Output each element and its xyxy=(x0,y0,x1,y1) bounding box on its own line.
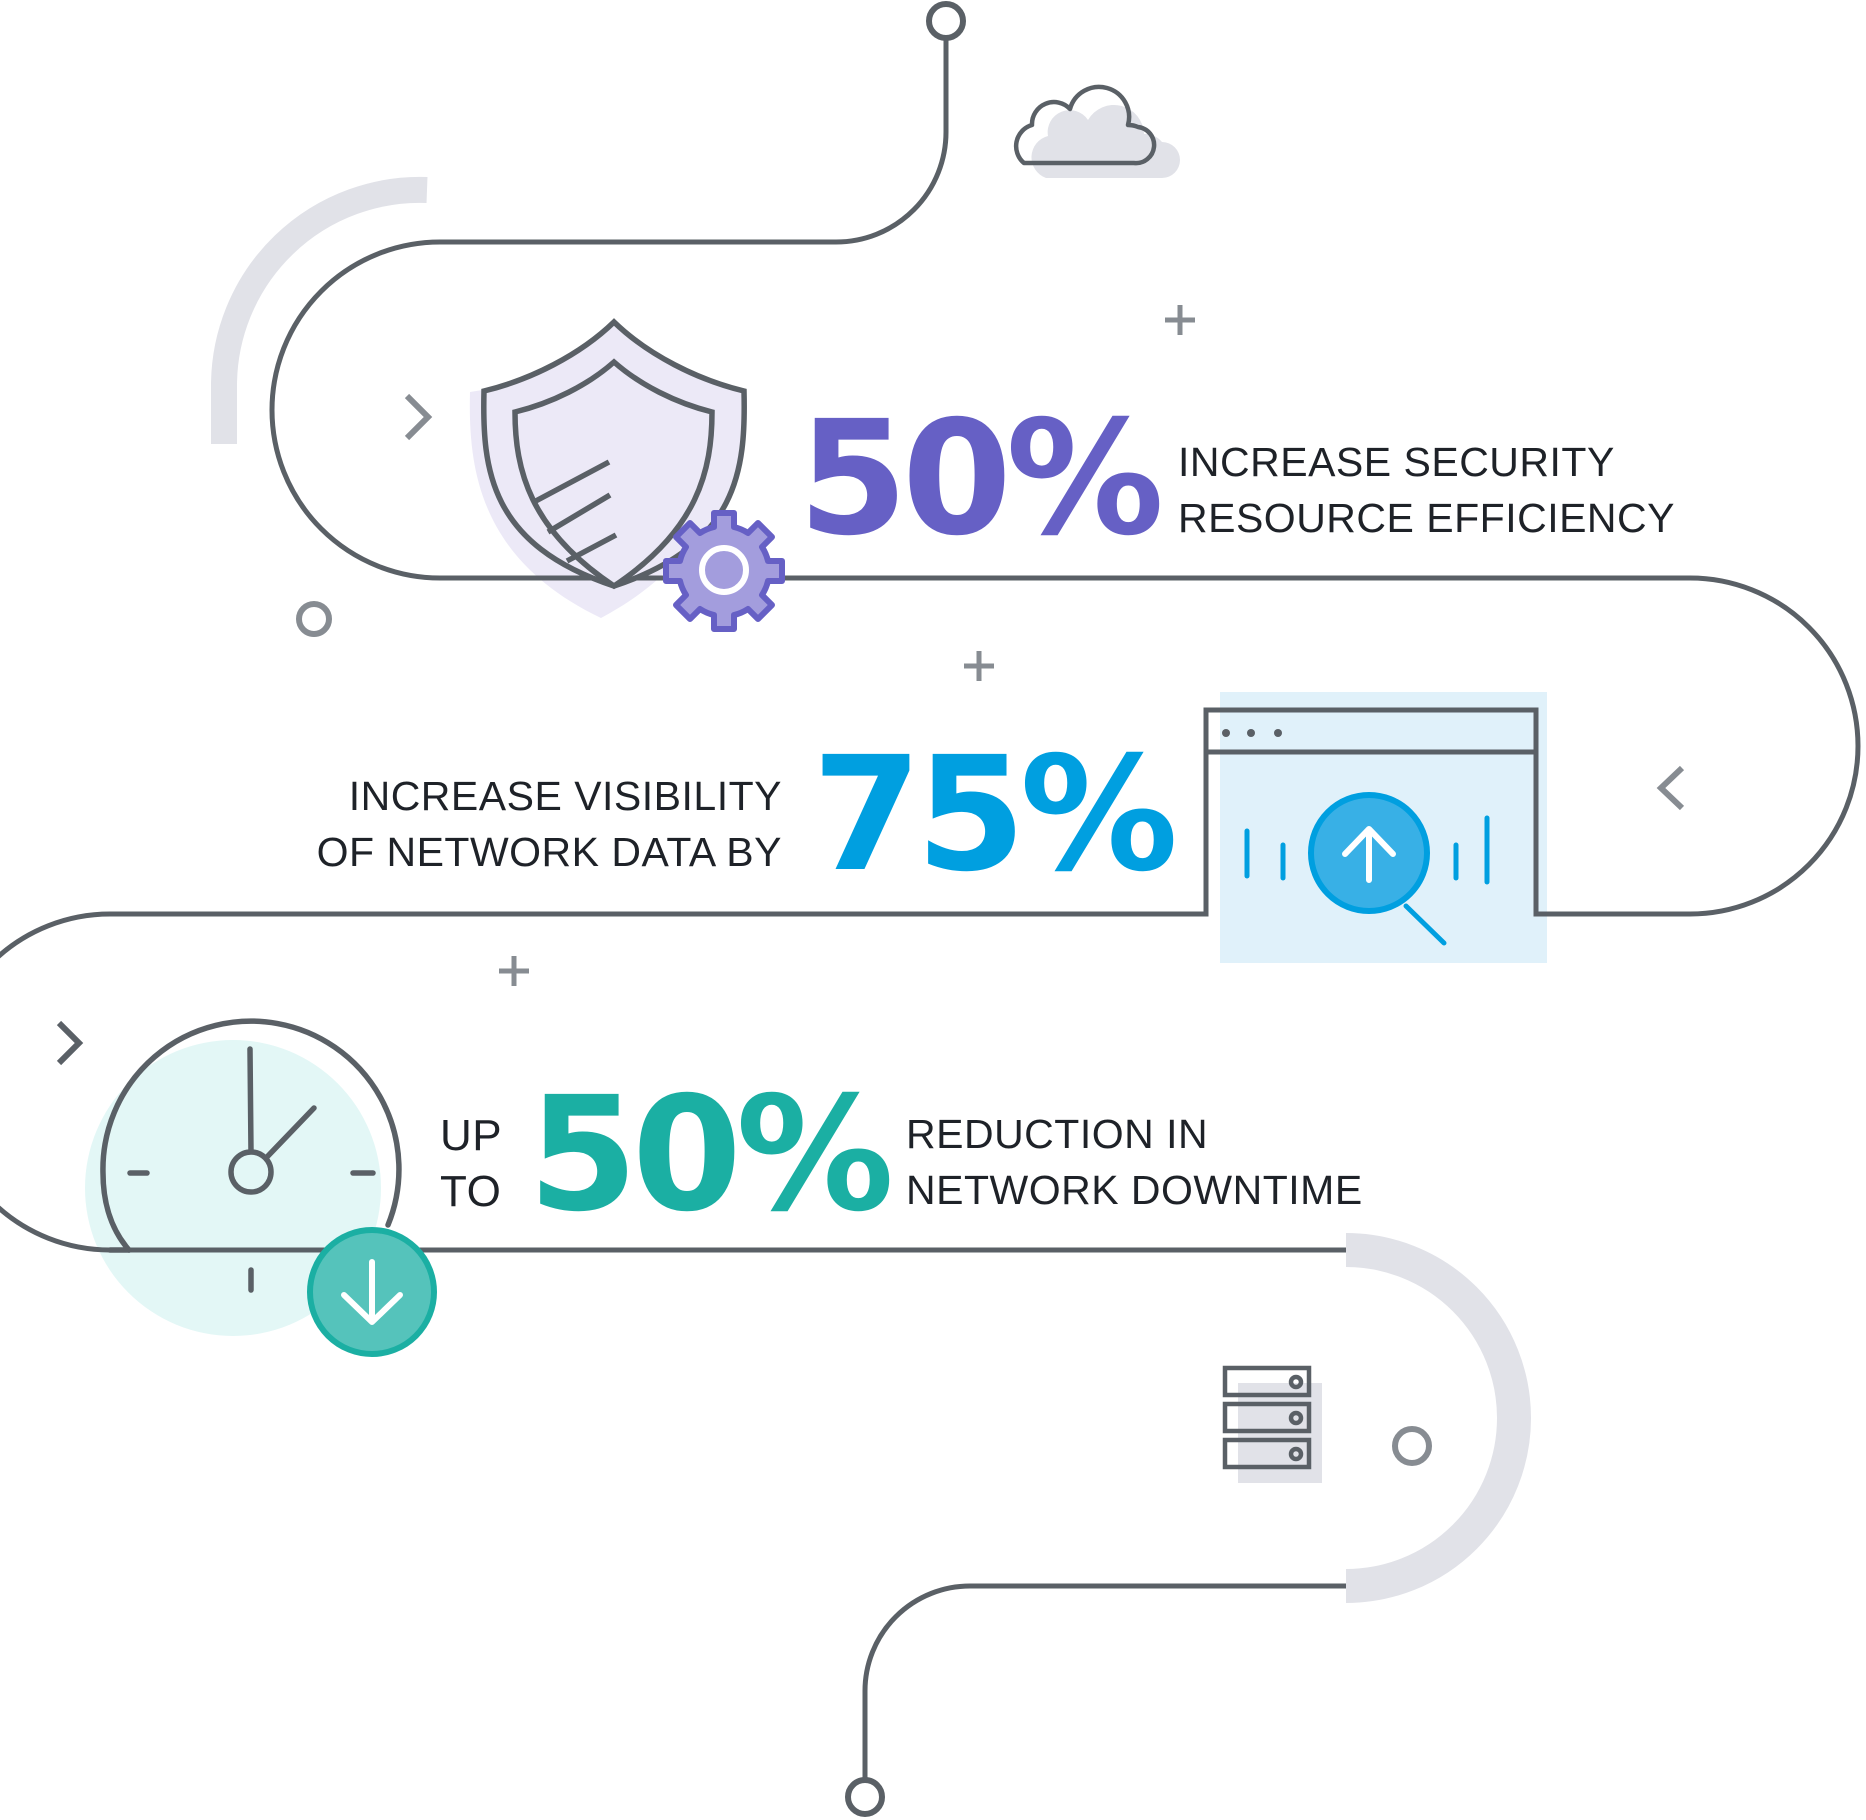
stat-downtime-label-line1: REDUCTION IN xyxy=(906,1111,1209,1157)
stat-downtime-label-line2: NETWORK DOWNTIME xyxy=(906,1167,1363,1213)
stat-downtime-prefix-line2: TO xyxy=(440,1167,502,1216)
clock-icon xyxy=(100,1018,402,1293)
stat-security-label-line1: INCREASE SECURITY xyxy=(1178,439,1615,485)
stat-visibility-label-line1: INCREASE VISIBILITY xyxy=(348,773,782,819)
winding-path xyxy=(0,38,1861,1780)
gear-icon xyxy=(663,510,785,632)
upload-arrow-icon xyxy=(1342,826,1396,883)
ring-icon xyxy=(296,601,332,637)
stat-visibility-label-line2: OF NETWORK DATA BY xyxy=(316,829,782,875)
chevron-right-icon xyxy=(404,393,433,441)
browser-window-icon xyxy=(1206,729,1536,946)
stat-visibility-value: 75% xyxy=(812,723,1178,907)
stat-downtime-value: 50% xyxy=(528,1063,894,1247)
decorative-arc-bottom-right xyxy=(1345,1233,1531,1603)
path-end-ring xyxy=(845,1777,885,1817)
signal-bars-icon xyxy=(1244,815,1490,885)
chevron-right-icon xyxy=(56,1020,84,1066)
stat-security-label-line2: RESOURCE EFFICIENCY xyxy=(1178,495,1675,541)
cloud-icon xyxy=(1013,84,1180,178)
server-stack-icon xyxy=(1222,1365,1322,1483)
chevron-left-icon xyxy=(1656,765,1685,811)
decorative-arc-top-left xyxy=(211,176,428,444)
ring-icon xyxy=(1392,1426,1432,1466)
path-start-ring xyxy=(926,1,966,41)
magnifier-handle xyxy=(1403,903,1447,946)
shield-icon xyxy=(481,318,747,590)
stat-downtime-prefix-line1: UP xyxy=(440,1111,503,1160)
stat-security-value: 50% xyxy=(798,387,1164,571)
download-badge-icon xyxy=(307,1227,437,1357)
plus-icon xyxy=(499,305,1195,986)
